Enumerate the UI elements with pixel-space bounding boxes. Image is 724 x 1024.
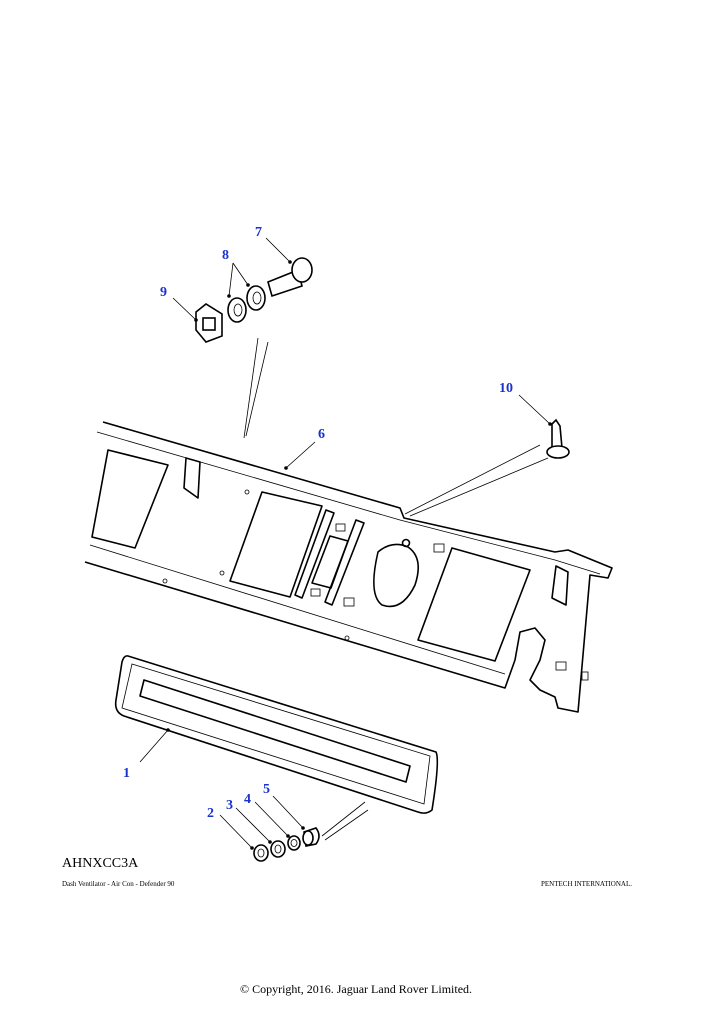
callout-2[interactable]: 2	[207, 806, 214, 821]
callout-7[interactable]: 7	[255, 225, 262, 240]
callout-9[interactable]: 9	[160, 285, 167, 300]
diagram-code: AHNXCC3A	[62, 856, 139, 871]
callout-10[interactable]: 10	[499, 381, 513, 396]
copyright-footer: © Copyright, 2016. Jaguar Land Rover Lim…	[239, 982, 473, 996]
callout-4[interactable]: 4	[244, 792, 251, 807]
callout-8[interactable]: 8	[222, 248, 229, 263]
upper-fixings	[195, 257, 570, 517]
fixings	[253, 801, 369, 862]
callout-6[interactable]: 6	[318, 427, 325, 442]
diagram-maker: PENTECH INTERNATIONAL.	[541, 880, 632, 888]
dash-panel	[84, 421, 613, 713]
vent-grille	[114, 655, 439, 814]
callout-5[interactable]: 5	[263, 782, 270, 797]
diagram-title: Dash Ventilator - Air Con - Defender 90	[62, 880, 175, 888]
callout-3[interactable]: 3	[226, 798, 233, 813]
callout-1[interactable]: 1	[123, 766, 130, 781]
callouts: 1 2 3 4 5 6 7 8 9 10	[123, 225, 552, 850]
